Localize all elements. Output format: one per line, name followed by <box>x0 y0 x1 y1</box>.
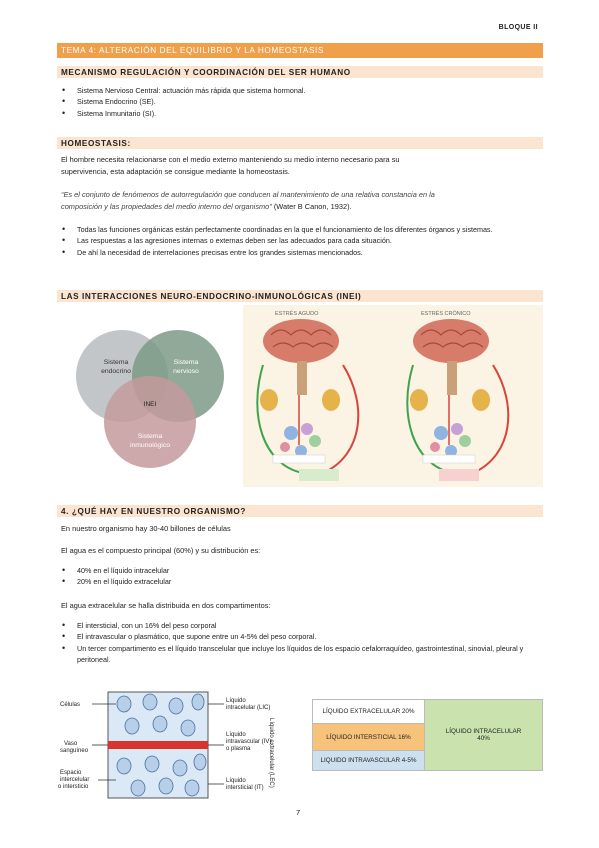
intracelular-label: LÍQUIDO INTRACELULAR <box>445 728 522 735</box>
label-celulas: Células <box>60 702 80 708</box>
cell-intersticial: LÍQUIDO INTERSTICIAL 16% <box>312 723 425 751</box>
label-lec-side: Líquido extracelular (LEC) <box>268 718 274 788</box>
bloque-label: BLOQUE II <box>498 24 538 31</box>
venn-label: Sistema <box>174 359 199 366</box>
label-liv: intravascular (IV) <box>226 739 271 745</box>
label-espacio: o intersticio <box>58 784 89 790</box>
cell-intravascular: LIQUIDO INTRAVASCULAR 4-5% <box>312 750 425 771</box>
list-item: Todas las funciones orgánicas están perf… <box>61 224 539 236</box>
list-item: Un tercer compartimento es el líquido tr… <box>61 643 539 666</box>
label-vaso: sanguíneo <box>60 748 89 754</box>
list-item: De ahí la necesidad de interrelaciones p… <box>61 247 539 259</box>
venn-label: inmunológico <box>130 442 170 449</box>
venn-center-label: INEI <box>144 401 157 408</box>
venn-label: nervioso <box>173 368 199 375</box>
list-item: Sistema Inmunitario (SI). <box>61 108 539 120</box>
water-split-table: LÍQUIDO EXTRACELULAR 20% LÍQUIDO INTRACE… <box>312 699 543 771</box>
organismo-p1: En nuestro organismo hay 30-40 billones … <box>61 524 231 533</box>
compartment-list: El intersticial, con un 16% del peso cor… <box>61 620 539 666</box>
quote-line: composición y las propiedades del medio … <box>61 201 272 211</box>
canon-quote: “Es el conjunto de fenómenos de autorreg… <box>61 189 539 212</box>
list-item: 40% en el líquido intracelular <box>61 565 539 577</box>
gland-icon <box>410 389 428 411</box>
list-item: Sistema Endocrino (SE). <box>61 96 539 108</box>
label-espacio: intercelular <box>60 777 89 783</box>
gland-icon <box>260 389 278 411</box>
list-item: Sistema Nervioso Central: actuación más … <box>61 85 539 97</box>
organismo-p2: El agua es el compuesto principal (60%) … <box>61 546 261 555</box>
cell-extracelular: LÍQUIDO EXTRACELULAR 20% <box>312 699 425 724</box>
brain-icon <box>263 319 339 363</box>
label-vaso: Vaso <box>64 741 78 747</box>
list-item: Las respuestas a las agresiones internas… <box>61 235 539 247</box>
label-lit: intersticial (IT) <box>226 785 264 791</box>
list-item: 20% en el líquido extracelular <box>61 576 539 588</box>
homeostasis-heading: HOMEOSTASIS: <box>57 137 543 149</box>
label-espacio: Espacio <box>60 770 82 776</box>
water-list: 40% en el líquido intracelular 20% en el… <box>61 565 539 588</box>
quote-author: (Water B Canon, 1932). <box>273 201 352 211</box>
gland-icon <box>472 389 490 411</box>
inmunologico-circle <box>104 376 196 468</box>
cell-intracelular: LÍQUIDO INTRACELULAR 40% <box>424 699 543 771</box>
label-lic: intracelular (LIC) <box>226 705 270 711</box>
inei-venn-diagram: Sistema endocrino Sistema nervioso Siste… <box>76 330 224 468</box>
blood-vessel <box>108 741 208 749</box>
tema-title-band: TEMA 4: ALTERACIÓN DEL EQUILIBRIO Y LA H… <box>57 43 543 58</box>
inei-heading: LAS INTERACCIONES NEURO-ENDOCRINO-INMUNO… <box>57 290 543 302</box>
stress-illustration: ESTRÉS AGUDO ESTRÉS CRÓNICO <box>243 305 543 487</box>
venn-label: Sistema <box>104 359 129 366</box>
fluid-compartments-diagram: Células Vaso sanguíneo Espacio intercelu… <box>58 691 274 799</box>
venn-label: endocrino <box>101 368 131 375</box>
stress-cronico-label: ESTRÉS CRÓNICO <box>421 310 471 317</box>
label-lit: Líquido <box>226 778 246 784</box>
organismo-p3: El agua extracelular se halla distribuid… <box>61 601 271 610</box>
mecanismo-heading: MECANISMO REGULACIÓN Y COORDINACIÓN DEL … <box>57 66 543 78</box>
quote-line: “Es el conjunto de fenómenos de autorreg… <box>61 190 435 199</box>
list-item: El intravascular o plasmático, que supon… <box>61 631 539 643</box>
intro-line: supervivencia, esta adaptación se consig… <box>61 166 290 176</box>
homeostasis-intro: El hombre necesita relacionarse con el m… <box>61 154 539 177</box>
organismo-heading: 4. ¿QUÉ HAY EN NUESTRO ORGANISMO? <box>57 505 543 517</box>
venn-label: Sistema <box>138 433 163 440</box>
label-liv: o plasma <box>226 746 251 752</box>
brain-icon <box>413 319 489 363</box>
gland-icon <box>322 389 340 411</box>
list-item: El intersticial, con un 16% del peso cor… <box>61 620 539 632</box>
homeostasis-list: Todas las funciones orgánicas están perf… <box>61 224 539 259</box>
mecanismo-list: Sistema Nervioso Central: actuación más … <box>61 85 539 120</box>
intracelular-value: 40% <box>477 735 490 742</box>
label-liv: Líquido <box>226 732 246 738</box>
stress-agudo-label: ESTRÉS AGUDO <box>275 310 319 317</box>
page-number: 7 <box>296 808 301 817</box>
intro-line: El hombre necesita relacionarse con el m… <box>61 155 400 164</box>
label-lic: Líquido <box>226 698 246 704</box>
